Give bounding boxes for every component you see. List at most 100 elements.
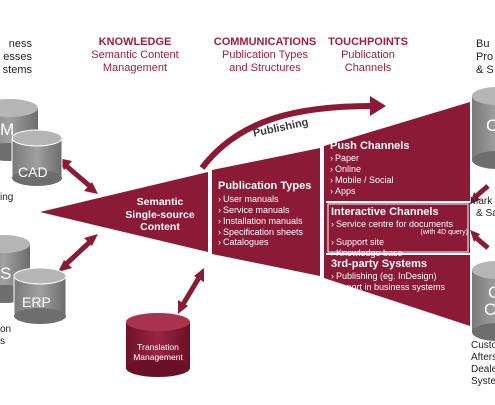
push-channels-list: ›Paper›Online›Mobile / Social›Apps	[330, 153, 468, 196]
third-party-list: ›Publishing (eg. InDesign)›Export in bus…	[331, 271, 468, 293]
interactive-channels-list: ›Service centre for documents(with 4D qu…	[331, 219, 468, 259]
left-bottom-connector-arrow	[58, 234, 98, 272]
push-channel-item-label: Apps	[335, 185, 356, 196]
knowledge-line-2: Management	[102, 62, 168, 75]
right-bottom-connector-arrow	[470, 230, 490, 250]
bullet-icon: ›	[218, 226, 221, 237]
translation-label: Translation Management	[126, 342, 190, 362]
core-line-3: Content	[140, 221, 180, 234]
knowledge-line-1: Semantic Content	[91, 49, 179, 62]
right-top-cylinder	[472, 87, 495, 169]
bullet-icon: ›	[330, 185, 333, 196]
right-bottom-cyl-line-1: C	[488, 283, 495, 302]
push-channel-item: ›Mobile / Social	[330, 175, 468, 186]
right-top-caption-line-1: Mark	[470, 196, 493, 207]
interactive-channel-item: ›Service centre for documents	[331, 219, 468, 230]
publishing-arrowhead	[370, 96, 386, 116]
right-bottom-cylinder-label: C Ce	[484, 284, 495, 318]
third-party-box: 3rd-party Systems ›Publishing (eg. InDes…	[331, 258, 468, 293]
bullet-icon: ›	[330, 153, 333, 164]
publication-type-item: ›Catalogues	[218, 237, 318, 248]
translation-connector-arrow	[178, 268, 204, 314]
right-top-cylinder-label: C	[486, 116, 495, 135]
bullet-icon: ›	[331, 281, 334, 292]
translation-line-2: Management	[133, 352, 183, 363]
touchpoints-header: TOUCHPOINTS Publication Channels	[328, 36, 408, 76]
cad-label: CAD	[18, 164, 48, 180]
right-bottom-cylinder	[472, 261, 495, 341]
right-bottom-caption-line-2: Afters	[471, 352, 495, 363]
knowledge-title: KNOWLEDGE	[98, 36, 172, 48]
publication-type-item-label: Service manuals	[223, 204, 290, 215]
publication-type-item: ›Service manuals	[218, 205, 318, 216]
bullet-icon: ›	[331, 271, 334, 282]
bullet-icon: ›	[331, 219, 334, 230]
publishing-arc	[199, 103, 373, 170]
right-header-line-2: Pro	[476, 51, 494, 64]
right-bottom-caption-line-3: Deale	[471, 364, 495, 375]
third-party-item: ›Export in business systems	[331, 282, 468, 293]
bullet-icon: ›	[218, 237, 221, 248]
push-channels-box: Push Channels ›Paper›Online›Mobile / Soc…	[330, 140, 468, 196]
interactive-channels-note: (with 4D query)	[420, 228, 468, 236]
publication-funnel-shape	[212, 148, 320, 276]
touchpoints-title: TOUCHPOINTS	[328, 36, 408, 48]
interactive-channel-item: ›Support site	[331, 237, 468, 248]
right-header-line-1: Bu	[476, 38, 490, 50]
publication-type-item-label: Installation manuals	[223, 215, 303, 226]
left-header-line-2: esses	[3, 51, 32, 64]
communications-line-2: and Structures	[229, 62, 301, 75]
left-top-cylinder-label: M	[0, 120, 15, 139]
bullet-icon: ›	[330, 174, 333, 185]
publication-type-item-label: Catalogues	[223, 237, 269, 248]
push-channel-item-label: Paper	[335, 153, 360, 164]
left-top-connector-arrow	[58, 158, 98, 194]
left-header-line-3: stems	[2, 64, 32, 77]
bullet-icon: ›	[331, 237, 334, 248]
publication-type-item: ›Specification sheets	[218, 227, 318, 238]
right-top-connector-arrow	[470, 184, 490, 204]
core-line-1: Semantic	[136, 196, 184, 208]
channels-funnel-shape	[324, 102, 470, 326]
right-top-caption: Mark & Sa	[470, 196, 495, 220]
interactive-channel-item-label: Support site	[336, 237, 385, 248]
cad-cylinder	[11, 129, 63, 186]
core-funnel-shape	[40, 172, 208, 252]
third-party-item-label: Export in business systems	[336, 281, 446, 292]
push-channel-item: ›Paper	[330, 153, 468, 164]
third-party-item: ›Publishing (eg. InDesign)	[331, 271, 468, 282]
knowledge-header: KNOWLEDGE Semantic Content Management	[80, 36, 190, 76]
translation-line-1: Translation	[137, 342, 179, 352]
left-bottom-caption-line-1: on	[0, 324, 12, 335]
touchpoints-line-2: Channels	[344, 62, 392, 75]
right-systems-header: Bu Pro & S	[476, 38, 495, 78]
interactive-channel-item: ›Knowledge base	[331, 248, 468, 259]
right-bottom-caption: Custo Afters Deale Syste	[471, 340, 495, 388]
third-party-item-label: Publishing (eg. InDesign)	[336, 271, 437, 282]
bullet-icon: ›	[218, 194, 221, 205]
publication-type-item: ›User manuals	[218, 194, 318, 205]
touchpoints-line-1: Publication	[341, 49, 395, 62]
third-party-title: 3rd-party Systems	[331, 258, 427, 270]
erp-cylinder	[13, 267, 67, 324]
push-channel-item: ›Apps	[330, 186, 468, 197]
right-header-line-3: & S	[476, 64, 494, 77]
publication-types-list: ›User manuals›Service manuals›Installati…	[218, 194, 318, 248]
erp-label: ERP	[22, 294, 51, 310]
push-channel-item: ›Online	[330, 164, 468, 175]
publication-types-box: Publication Types ›User manuals›Service …	[218, 180, 318, 248]
left-bottom-caption: on s	[0, 324, 11, 348]
interactive-channels-title: Interactive Channels	[331, 206, 439, 218]
communications-header: COMMUNICATIONS Publication Types and Str…	[205, 36, 325, 76]
left-systems-header: ness esses stems	[2, 38, 32, 78]
communications-line-1: Publication Types	[221, 49, 309, 62]
right-bottom-caption-line-1: Custo	[471, 340, 495, 351]
core-content-label: Semantic Single-source Content	[110, 196, 210, 234]
interactive-channel-item-label: Knowledge base	[336, 248, 403, 259]
left-bottom-cylinder-label: S	[0, 264, 12, 283]
publication-types-title: Publication Types	[218, 180, 312, 192]
push-channel-item-label: Online	[335, 163, 362, 174]
left-bottom-caption-line-2: s	[0, 336, 5, 347]
